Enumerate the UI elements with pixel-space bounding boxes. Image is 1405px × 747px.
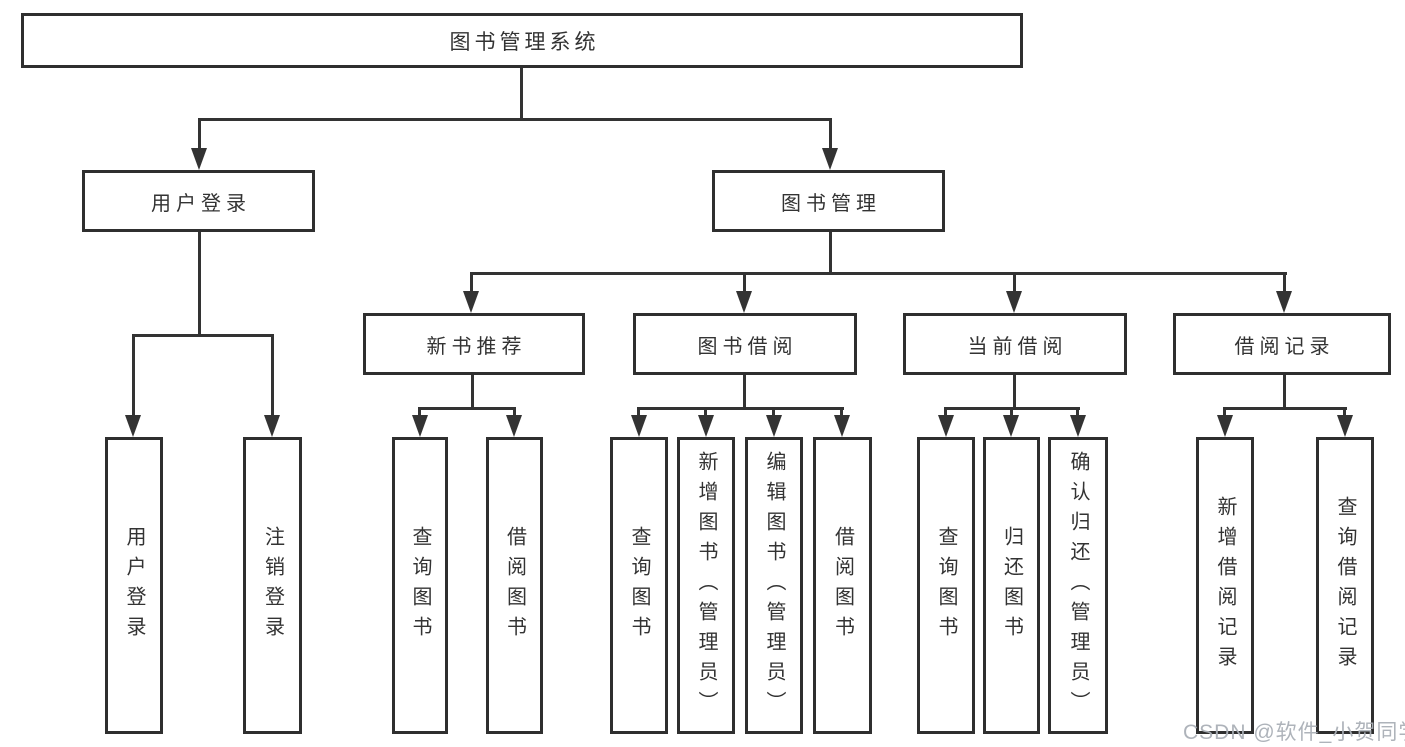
leaf-user-login: 用户登录 [105,437,163,734]
arrow-to-leaf-cb-query [938,415,954,437]
leaf-recommend-borrow-book: 借阅图书 [486,437,543,734]
leaf-record-add-borrow-record: 新增借阅记录 [1196,437,1254,734]
connector-to-leaf-cb-return [1010,407,1013,418]
node-user-login: 用户登录 [82,170,315,232]
connector-record-bus [1223,407,1347,410]
connector-book-mgmt-stem [829,232,832,274]
arrow-to-leaf-logout [264,415,280,437]
leaf-borrow-add-book-admin: 新增图书（管理员） [677,437,735,734]
arrow-to-leaf-bb-query [631,415,647,437]
connector-to-leaf-br-add [1223,407,1226,418]
connector-to-leaf-recommend-borrow [513,407,516,418]
connector-to-new-book-recommend [470,272,473,294]
leaf-recommend-query-book: 查询图书 [392,437,448,734]
arrow-to-leaf-recommend-query [412,415,428,437]
arrow-to-leaf-bb-edit [766,415,782,437]
connector-borrow-bus [637,407,844,410]
arrow-to-leaf-bb-borrow [834,415,850,437]
leaf-record-query-borrow-record: 查询借阅记录 [1316,437,1374,734]
leaf-borrow-borrow-book: 借阅图书 [813,437,872,734]
connector-user-login-bus [132,334,273,337]
connector-to-borrow-record [1283,272,1286,294]
connector-record-stem [1283,375,1286,409]
connector-recommend-stem [471,375,474,409]
node-borrow-record: 借阅记录 [1173,313,1391,375]
arrow-to-current-borrow [1006,291,1022,313]
connector-level3-bus [470,272,1287,275]
connector-root-stem [520,68,523,120]
leaf-current-return-book: 归还图书 [983,437,1040,734]
connector-to-leaf-user-login [132,334,135,418]
arrow-to-leaf-user-login [125,415,141,437]
arrow-to-leaf-br-query [1337,415,1353,437]
connector-to-user-login [198,118,201,152]
node-book-management: 图书管理 [712,170,945,232]
csdn-watermark: CSDN @软件_小贺同学 [1183,721,1405,744]
node-book-borrow: 图书借阅 [633,313,857,375]
connector-to-current-borrow [1013,272,1016,294]
connector-recommend-bus [418,407,516,410]
leaf-borrow-edit-book-admin: 编辑图书（管理员） [745,437,803,734]
arrow-to-book-borrow [736,291,752,313]
connector-level2-bus [198,118,832,121]
node-new-book-recommend: 新书推荐 [363,313,585,375]
arrow-to-user-login [191,148,207,170]
connector-to-leaf-cb-confirm [1076,407,1079,418]
connector-to-leaf-bb-borrow [840,407,843,418]
connector-to-leaf-cb-query [944,407,947,418]
connector-to-book-borrow [743,272,746,294]
leaf-borrow-query-book: 查询图书 [610,437,668,734]
connector-to-leaf-bb-edit [772,407,775,418]
arrow-to-borrow-record [1276,291,1292,313]
leaf-logout: 注销登录 [243,437,302,734]
arrow-to-book-management [822,148,838,170]
connector-current-stem [1013,375,1016,409]
connector-user-login-stem [198,232,201,336]
connector-to-book-management [829,118,832,152]
arrow-to-leaf-cb-confirm [1070,415,1086,437]
arrow-to-leaf-br-add [1217,415,1233,437]
connector-to-leaf-bb-query [637,407,640,418]
arrow-to-leaf-bb-add [698,415,714,437]
node-current-borrow: 当前借阅 [903,313,1127,375]
node-root: 图书管理系统 [21,13,1023,68]
connector-to-leaf-bb-add [704,407,707,418]
leaf-current-query-book: 查询图书 [917,437,975,734]
connector-to-leaf-recommend-query [418,407,421,418]
connector-borrow-stem [743,375,746,409]
arrow-to-new-book-recommend [463,291,479,313]
arrow-to-leaf-recommend-borrow [506,415,522,437]
connector-to-leaf-br-query [1343,407,1346,418]
arrow-to-leaf-cb-return [1003,415,1019,437]
leaf-current-confirm-return-admin: 确认归还（管理员） [1048,437,1108,734]
connector-to-leaf-logout [271,334,274,418]
